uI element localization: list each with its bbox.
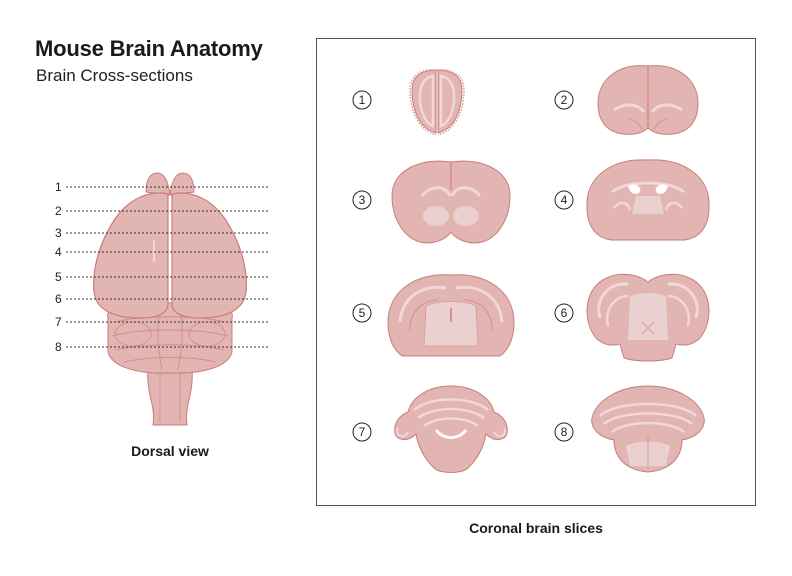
level-label-7: 7 [55,315,62,329]
olfactory-bulb-left [145,172,171,196]
slice-number-2: 2 [561,93,568,107]
slice-number-circle-6 [554,303,574,323]
coronal-slice-4 [586,159,710,241]
slice-number-circle-8 [554,422,574,442]
cerebral-hemisphere-right [171,192,247,319]
cerebral-hemisphere-left [93,192,169,319]
coronal-slice-8 [591,385,705,473]
slice-number-circle-3 [352,190,372,210]
slice-number-8: 8 [561,425,568,439]
slice-number-circle-4 [554,190,574,210]
coronal-slices [387,65,710,473]
level-label-5: 5 [55,270,62,284]
brainstem [147,367,193,426]
coronal-slice-3 [391,160,511,244]
slice-number-5: 5 [359,306,366,320]
slice-number-3: 3 [359,193,366,207]
level-label-4: 4 [55,245,62,259]
level-label-2: 2 [55,204,62,218]
slice-number-4: 4 [561,193,568,207]
coronal-slice-1 [409,69,465,136]
level-lines: 1 2 3 4 5 6 7 8 [55,180,268,354]
coronal-slice-7 [394,385,508,473]
coronal-slice-2 [597,65,699,135]
page-subtitle: Brain Cross-sections [36,66,193,85]
slice-number-circle-1 [352,90,372,110]
slice-number-7: 7 [359,425,366,439]
slice-number-circle-2 [554,90,574,110]
dorsal-brain [93,172,247,426]
olfactory-bulb-right [169,172,195,196]
dorsal-view-caption: Dorsal view [131,443,209,459]
coronal-slice-6 [586,273,710,362]
level-label-1: 1 [55,180,62,194]
coronal-slices-frame [316,38,756,506]
slice-number-6: 6 [561,306,568,320]
coronal-slice-5 [387,274,515,357]
page-title: Mouse Brain Anatomy [35,36,263,61]
level-label-8: 8 [55,340,62,354]
coronal-slices-caption: Coronal brain slices [469,520,603,536]
slice-numbers: 1 2 3 4 5 6 7 8 [352,90,574,442]
slice-number-circle-5 [352,303,372,323]
level-label-3: 3 [55,226,62,240]
slice-number-circle-7 [352,422,372,442]
level-label-6: 6 [55,292,62,306]
slice-number-1: 1 [359,93,366,107]
